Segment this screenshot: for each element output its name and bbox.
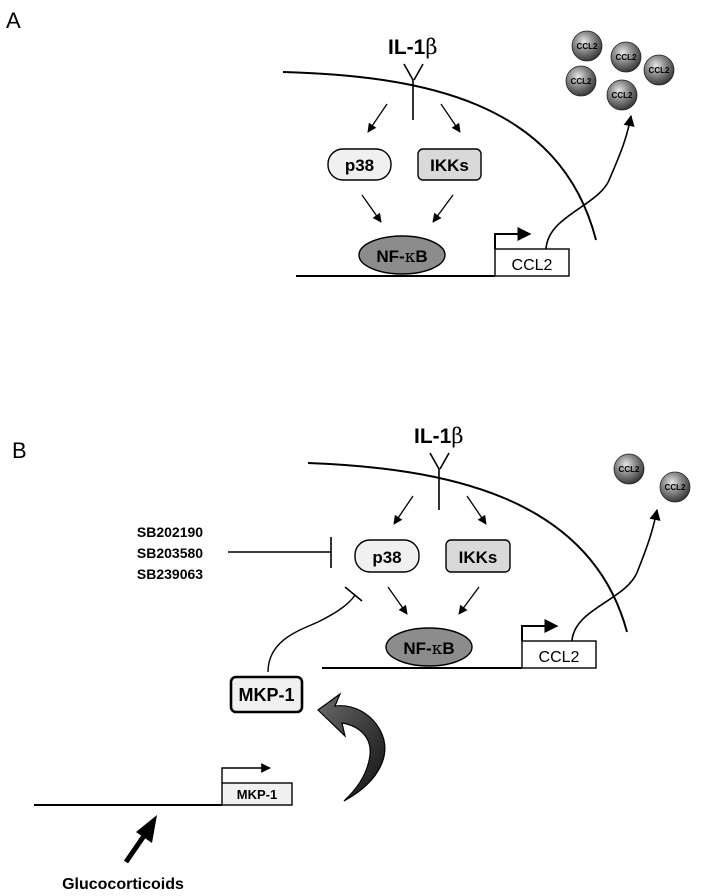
ccl2-secretion-arrow bbox=[571, 508, 661, 642]
svg-text:CCL2: CCL2 bbox=[665, 483, 686, 492]
svg-text:CCL2: CCL2 bbox=[577, 42, 598, 51]
inhibitor-label: SB203580 bbox=[137, 545, 203, 561]
arrow-to-ikks bbox=[466, 495, 487, 525]
mkp1-promoter-arrow bbox=[221, 763, 271, 783]
arrow-ikks-to-nfkb bbox=[458, 586, 480, 615]
mkp1-gene-box bbox=[221, 782, 293, 806]
ccl2-gene-label: CCL2 bbox=[512, 257, 553, 274]
arrow-p38-to-nfkb bbox=[361, 194, 382, 223]
ccl2-ball: CCL2 bbox=[565, 65, 597, 97]
induction-curved-arrow bbox=[317, 692, 386, 802]
svg-text:CCL2: CCL2 bbox=[649, 66, 670, 75]
ikks-box bbox=[417, 148, 482, 181]
svg-text:CCL2: CCL2 bbox=[571, 77, 592, 86]
il1b-label: IL-1β bbox=[388, 35, 437, 59]
panel-a-letter: A bbox=[6, 8, 21, 33]
ccl2-gene-box bbox=[521, 640, 597, 669]
nfkb-oval bbox=[385, 627, 473, 667]
inhibitor-label: SB202190 bbox=[137, 524, 203, 540]
mkp1-gene-label: MKP-1 bbox=[237, 787, 277, 802]
mkp1-protein-box bbox=[229, 675, 304, 714]
panel-a: A IL-1β p38 IKKs NF-κB CCL2 bbox=[6, 8, 675, 277]
ccl2-ball: CCL2 bbox=[659, 471, 691, 503]
ccl2-secretion-arrow bbox=[545, 114, 635, 250]
ccl2-gene-box bbox=[494, 248, 570, 277]
inhibitor-bar bbox=[228, 537, 332, 568]
ccl2-promoter-arrow bbox=[494, 227, 532, 249]
ccl2-gene-label: CCL2 bbox=[539, 649, 580, 666]
arrow-to-p38 bbox=[367, 103, 388, 133]
nfkb-label: NF-κB bbox=[403, 639, 454, 659]
panel-b-letter: B bbox=[12, 438, 27, 463]
svg-text:CCL2: CCL2 bbox=[612, 91, 633, 100]
glucocorticoids-label: Glucocorticoids bbox=[62, 876, 184, 893]
ccl2-ball: CCL2 bbox=[571, 30, 603, 62]
ccl2-ball: CCL2 bbox=[606, 79, 638, 111]
p38-box bbox=[354, 539, 420, 573]
inhibitor-label: SB239063 bbox=[137, 566, 203, 582]
il1-receptor bbox=[429, 452, 450, 510]
svg-text:CCL2: CCL2 bbox=[616, 53, 637, 62]
panel-b: B IL-1β SB202190 SB203580 SB239063 p38 I… bbox=[12, 424, 691, 893]
arrow-to-ikks bbox=[440, 103, 461, 133]
ikks-label: IKKs bbox=[430, 156, 469, 175]
p38-box bbox=[327, 148, 392, 181]
cell-membrane bbox=[282, 71, 597, 241]
nfkb-label: NF-κB bbox=[376, 247, 427, 267]
ccl2-ball: CCL2 bbox=[643, 54, 675, 86]
ccl2-promoter-arrow bbox=[521, 619, 559, 641]
il1-receptor bbox=[403, 63, 424, 120]
svg-text:CCL2: CCL2 bbox=[619, 465, 640, 474]
p38-label: p38 bbox=[345, 156, 374, 175]
arrow-ikks-to-nfkb bbox=[432, 194, 454, 223]
il1b-label: IL-1β bbox=[414, 424, 463, 448]
cell-membrane bbox=[307, 462, 628, 633]
ccl2-ball: CCL2 bbox=[610, 41, 642, 73]
ikks-box bbox=[445, 539, 511, 573]
mkp1-protein-label: MKP-1 bbox=[238, 685, 294, 705]
p38-label: p38 bbox=[372, 548, 401, 567]
glucocorticoid-arrow bbox=[123, 815, 157, 864]
mkp1-inhibition bbox=[267, 586, 363, 673]
ccl2-ball: CCL2 bbox=[613, 453, 645, 485]
arrow-p38-to-nfkb bbox=[387, 586, 408, 615]
arrow-to-p38 bbox=[393, 495, 414, 525]
nfkb-oval bbox=[358, 235, 446, 275]
ikks-label: IKKs bbox=[459, 548, 498, 567]
